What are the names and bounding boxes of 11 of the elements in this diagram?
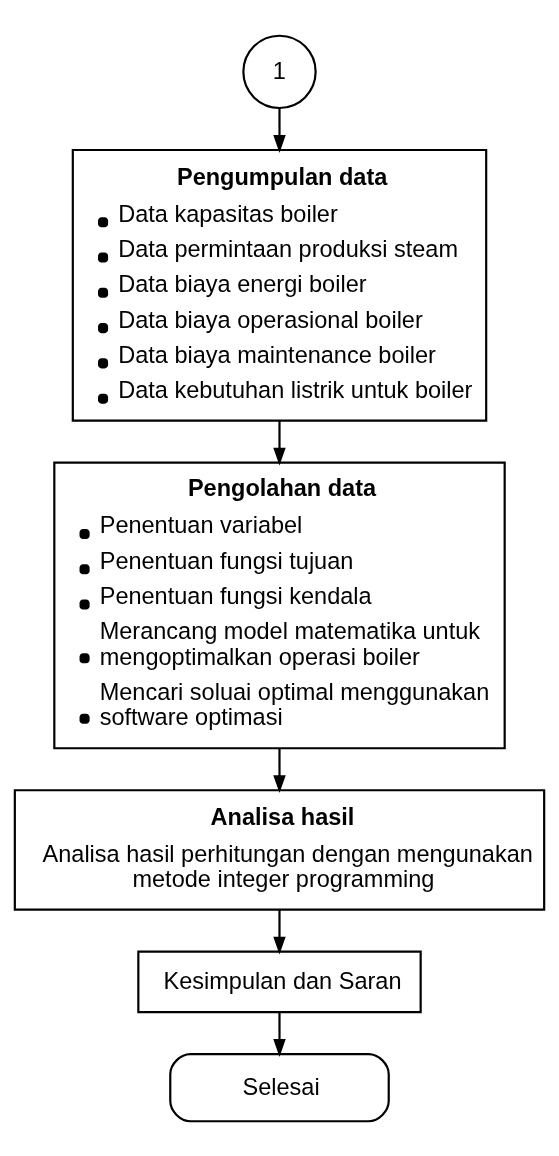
arrow	[273, 909, 286, 954]
node-box: Pengolahan data Penentuan variabel Penentuan fungsi tujuan Penentuan fungsi kendala Merancang model matematika untuk mengoptimalkan operasi boiler Mencari soluai optimal menggunakan software optimasi	[53, 460, 506, 749]
node-box: Kesimpulan dan Saran	[137, 949, 422, 1013]
node-box: Pengumpulan data Data kapasitas boiler Data permintaan produksi steam Data biaya energi boiler Data biaya operasional boiler Data biaya maintenance boiler Data kebutuhan listrik untuk boiler	[71, 148, 488, 422]
arrow	[273, 1012, 286, 1057]
arrow	[273, 420, 286, 465]
node-box: Analisa hasil Analisa hasil perhitungan dengan mengunakan metode integer programming	[13, 788, 546, 911]
node-circle: 1	[242, 34, 317, 109]
arrow	[273, 748, 286, 793]
node-box: Selesai	[169, 1052, 390, 1122]
arrow	[273, 107, 286, 153]
